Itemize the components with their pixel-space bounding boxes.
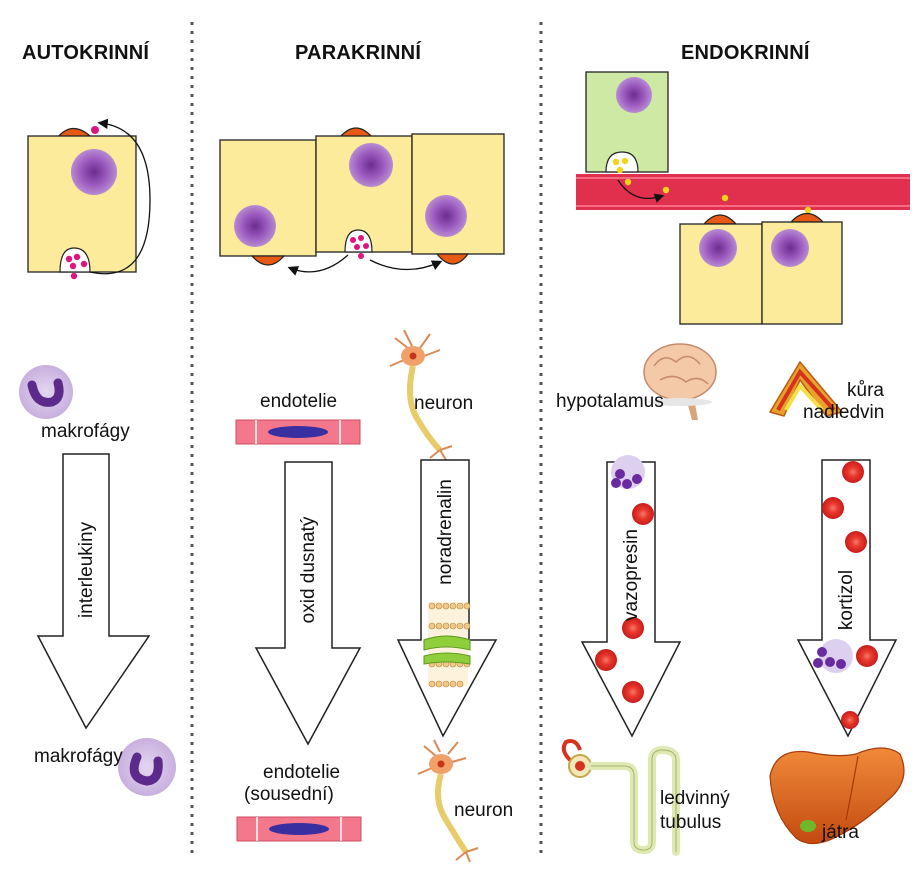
label-kura: kůra: [847, 380, 884, 401]
label-neuron-source: neuron: [414, 393, 474, 414]
macrophage-target-icon: [118, 738, 176, 796]
cortisol-arrow: [796, 459, 898, 738]
label-ledvinny: ledvinný: [660, 788, 730, 809]
nitric-oxide-arrow: [254, 461, 362, 746]
label-hypotalamus: hypotalamus: [556, 391, 664, 412]
label-interleukiny: interleukiny: [76, 521, 97, 618]
kidney-tubule-icon: [561, 739, 680, 856]
label-noradrenalin: noradrenalin: [435, 479, 456, 585]
label-vazopresin: vazopresin: [621, 529, 642, 621]
neuron-source-icon: [389, 329, 453, 461]
noradrenalin-arrow: [396, 459, 498, 738]
label-oxid-dusnaty: oxid dusnatý: [298, 516, 319, 623]
header-autokrinni: AUTOKRINNÍ: [22, 42, 150, 64]
paracrine-cells-illustration: [219, 127, 505, 276]
autocrine-cell-illustration: [27, 118, 151, 280]
endothelium-source-icon: [235, 419, 361, 445]
endocrine-cells-illustration: [576, 71, 910, 325]
label-endotelie-source: endotelie: [260, 391, 338, 412]
label-jatra: játra: [822, 822, 859, 843]
neuron-target-icon: [417, 739, 479, 863]
adrenal-cortex-icon: [768, 360, 844, 417]
vasopressin-molecules: [611, 455, 645, 489]
endothelium-target-icon: [236, 816, 362, 842]
header-parakrinni: PARAKRINNÍ: [295, 42, 422, 64]
label-kortizol: kortizol: [836, 570, 857, 630]
label-endotelie-target: endotelie: [263, 762, 341, 783]
cortisol-molecules: [813, 639, 853, 673]
autocrine-arrow: [36, 453, 151, 730]
label-makrofagy-target: makrofágy: [34, 746, 123, 767]
rbc-left-group: [595, 503, 654, 703]
rbc-right-group: [822, 461, 878, 729]
label-tubulus: tubulus: [660, 812, 722, 833]
header-endokrinni: ENDOKRINNÍ: [681, 42, 810, 64]
macrophage-source-icon: [19, 365, 73, 419]
label-nadledvin: nadledvin: [803, 402, 885, 423]
synapse-membrane-icon: [423, 602, 471, 688]
label-makrofagy-source: makrofágy: [41, 421, 130, 442]
liver-icon: [769, 747, 905, 845]
label-neuron-target: neuron: [454, 800, 514, 821]
hypothalamus-brain-icon: [643, 343, 717, 420]
label-sousedni: (sousední): [244, 784, 334, 805]
